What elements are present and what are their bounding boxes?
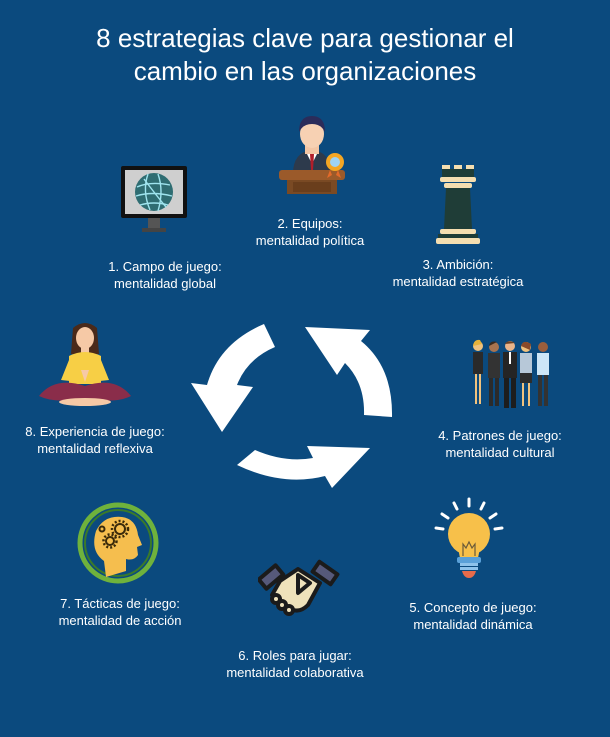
title-line-2: cambio en las organizaciones — [133, 56, 477, 86]
strategy-1-subtitle: mentalidad global — [114, 276, 216, 291]
strategy-5-title: 5. Concepto de juego: — [409, 600, 537, 615]
strategy-4-title: 4. Patrones de juego: — [438, 428, 562, 443]
strategy-1: 1. Campo de juego: mentalidad global — [95, 258, 235, 292]
meditation-icon — [39, 323, 131, 406]
strategy-8-title: 8. Experiencia de juego: — [25, 424, 165, 439]
strategy-3-subtitle: mentalidad estratégica — [392, 274, 524, 289]
strategy-7: 7. Tácticas de juego: mentalidad de acci… — [45, 595, 195, 629]
strategy-7-subtitle: mentalidad de acción — [58, 613, 182, 628]
strategy-6-title: 6. Roles para jugar: — [238, 648, 352, 663]
speaker-podium-icon — [279, 116, 345, 194]
title-line-1: 8 estrategias clave para gestionar el — [96, 23, 514, 53]
handshake-icon — [258, 559, 340, 616]
strategy-5-subtitle: mentalidad dinámica — [413, 617, 533, 632]
page-title: 8 estrategias clave para gestionar el ca… — [0, 22, 610, 88]
strategy-2: 2. Equipos: mentalidad política — [240, 215, 380, 249]
strategy-8-subtitle: mentalidad reflexiva — [37, 441, 153, 456]
team-people-icon — [473, 339, 549, 408]
strategy-1-title: 1. Campo de juego: — [108, 259, 222, 274]
lightbulb-icon — [434, 497, 504, 578]
strategy-5: 5. Concepto de juego: mentalidad dinámic… — [398, 599, 548, 633]
strategy-3: 3. Ambición: mentalidad estratégica — [383, 256, 533, 290]
strategy-2-subtitle: mentalidad política — [255, 233, 365, 248]
strategy-6: 6. Roles para jugar: mentalidad colabora… — [215, 647, 375, 681]
monitor-globe-icon — [121, 166, 187, 232]
chess-rook-icon — [436, 165, 480, 244]
strategy-3-title: 3. Ambición: — [422, 257, 494, 272]
strategy-4-subtitle: mentalidad cultural — [445, 445, 555, 460]
strategy-6-subtitle: mentalidad colaborativa — [226, 665, 364, 680]
strategy-8: 8. Experiencia de juego: mentalidad refl… — [10, 423, 180, 457]
strategy-7-title: 7. Tácticas de juego: — [60, 596, 180, 611]
head-gears-icon — [77, 502, 159, 584]
strategy-2-title: 2. Equipos: — [277, 216, 343, 231]
cycle-arrows-icon — [191, 324, 393, 488]
strategy-4: 4. Patrones de juego: mentalidad cultura… — [425, 427, 575, 461]
